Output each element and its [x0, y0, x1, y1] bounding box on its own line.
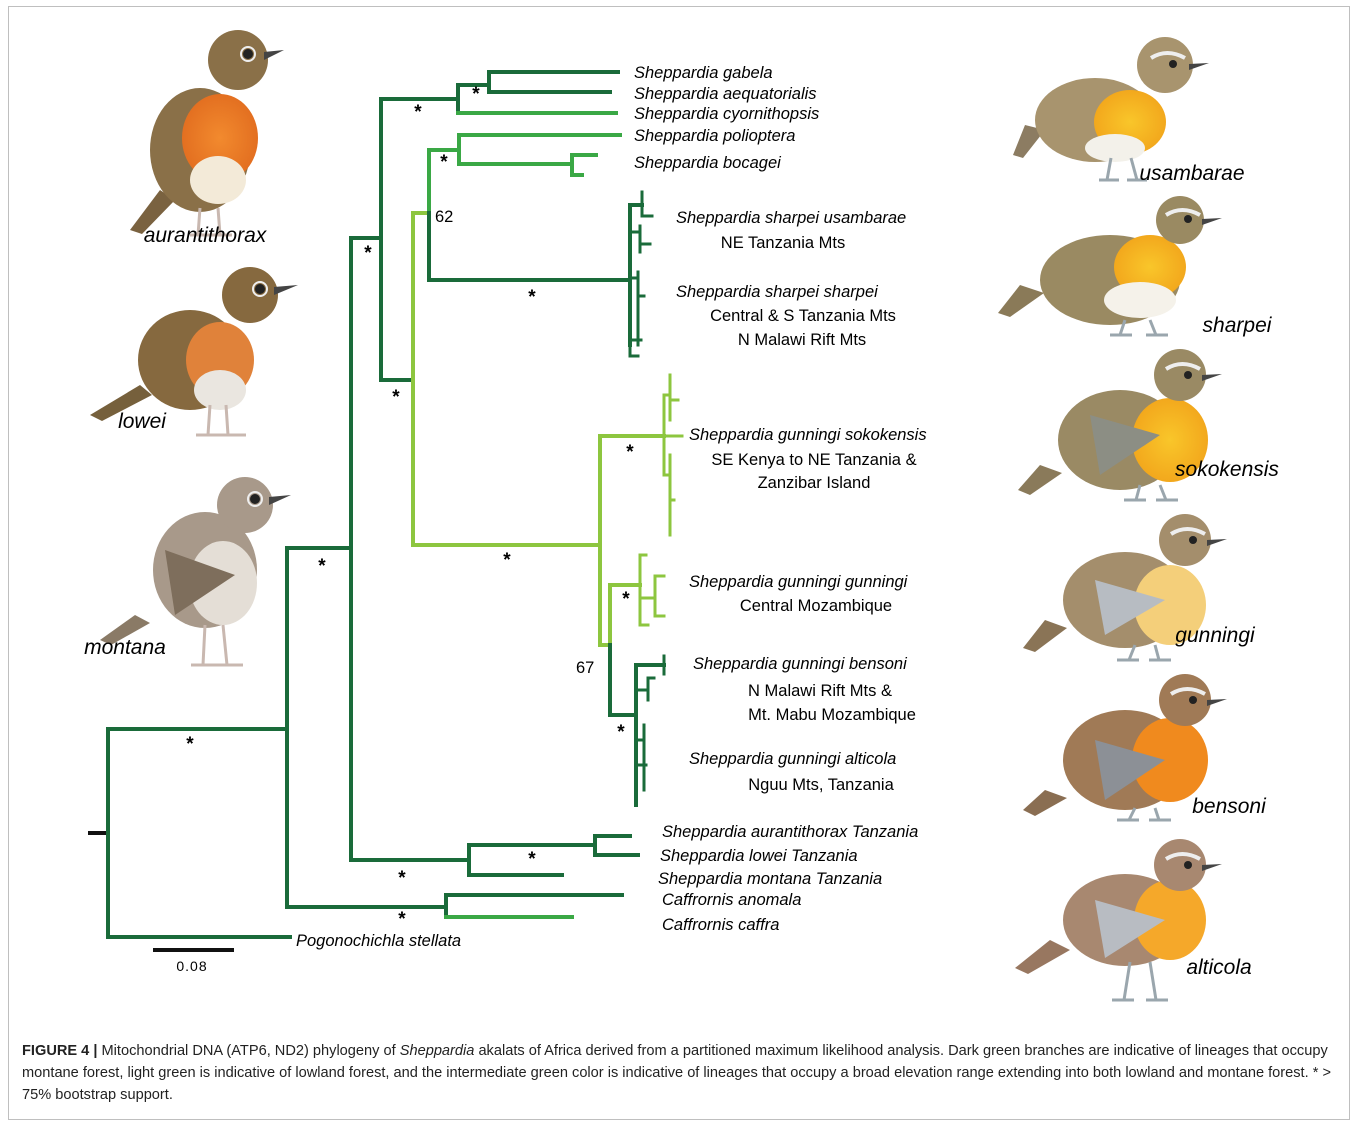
taxon-label: Sheppardia montana Tanzania — [658, 870, 882, 888]
bird-label-sharpei: sharpei — [1203, 314, 1273, 337]
taxon-location: Zanzibar Island — [758, 474, 871, 492]
caption-genus: Sheppardia — [400, 1043, 475, 1059]
support-star: * — [318, 556, 326, 577]
support-star: * — [503, 550, 511, 571]
taxon-location: N Malawi Rift Mts — [738, 331, 866, 349]
taxon-label: Sheppardia polioptera — [634, 127, 795, 145]
taxon-location: Central & S Tanzania Mts — [710, 307, 896, 325]
support-star: * — [528, 849, 536, 870]
taxon-label: Sheppardia gunningi bensoni — [693, 655, 908, 673]
taxon-label: Sheppardia cyornithopsis — [634, 105, 819, 123]
figure-number: FIGURE 4 | — [22, 1043, 97, 1059]
support-star: * — [398, 868, 406, 889]
taxon-label: Sheppardia gunningi alticola — [689, 750, 896, 768]
support-star: * — [398, 909, 406, 930]
taxon-label: Sheppardia gunningi sokokensis — [689, 426, 927, 444]
bird-label-aurantithorax: aurantithorax — [144, 224, 268, 247]
taxon-location: SE Kenya to NE Tanzania & — [711, 451, 916, 469]
scale-bar-label: 0.08 — [176, 958, 207, 974]
support-star: * — [392, 387, 400, 408]
support-value-67: 67 — [576, 659, 594, 677]
bird-illustration-sharpei — [998, 196, 1222, 335]
support-star: * — [472, 84, 480, 105]
taxon-location: Nguu Mts, Tanzania — [748, 776, 894, 794]
support-star: * — [364, 243, 372, 264]
support-star: * — [440, 152, 448, 173]
taxon-labels: Sheppardia gabela Sheppardia aequatorial… — [296, 64, 927, 950]
taxon-location: Mt. Mabu Mozambique — [748, 706, 916, 724]
taxon-location: Central Mozambique — [740, 597, 892, 615]
bird-label-usambarae: usambarae — [1139, 162, 1244, 185]
taxon-label: Sheppardia gunningi gunningi — [689, 573, 909, 591]
taxon-label: Caffrornis caffra — [662, 916, 779, 934]
taxon-label: Sheppardia lowei Tanzania — [660, 847, 858, 865]
support-star: * — [528, 287, 536, 308]
bird-label-sokokensis: sokokensis — [1175, 458, 1279, 481]
support-star: * — [626, 442, 634, 463]
support-star: * — [414, 102, 422, 123]
taxon-location: NE Tanzania Mts — [721, 234, 845, 252]
bird-illustration-usambarae — [1013, 37, 1209, 180]
taxon-label: Sheppardia aurantithorax Tanzania — [662, 823, 918, 841]
taxon-label: Sheppardia bocagei — [634, 154, 782, 172]
figure-caption: FIGURE 4 | Mitochondrial DNA (ATP6, ND2)… — [22, 1040, 1338, 1106]
support-value-62: 62 — [435, 208, 453, 226]
support-star: * — [186, 734, 194, 755]
bird-label-bensoni: bensoni — [1192, 795, 1267, 818]
taxon-label: Sheppardia gabela — [634, 64, 773, 82]
taxon-label: Sheppardia sharpei sharpei — [676, 283, 879, 301]
taxon-label: Sheppardia sharpei usambarae — [676, 209, 906, 227]
bird-illustration-aurantithorax — [130, 30, 284, 235]
taxon-location: N Malawi Rift Mts & — [748, 682, 892, 700]
bird-label-alticola: alticola — [1186, 956, 1251, 979]
support-star: * — [617, 722, 625, 743]
bird-label-montana: montana — [84, 636, 166, 659]
bird-label-gunningi: gunningi — [1175, 624, 1256, 647]
taxon-label: Caffrornis anomala — [662, 891, 801, 909]
support-star: * — [622, 589, 630, 610]
caption-text-pre: Mitochondrial DNA (ATP6, ND2) phylogeny … — [97, 1043, 399, 1059]
bird-label-lowei: lowei — [118, 410, 167, 433]
taxon-label: Pogonochichla stellata — [296, 932, 461, 950]
taxon-label: Sheppardia aequatorialis — [634, 85, 817, 103]
